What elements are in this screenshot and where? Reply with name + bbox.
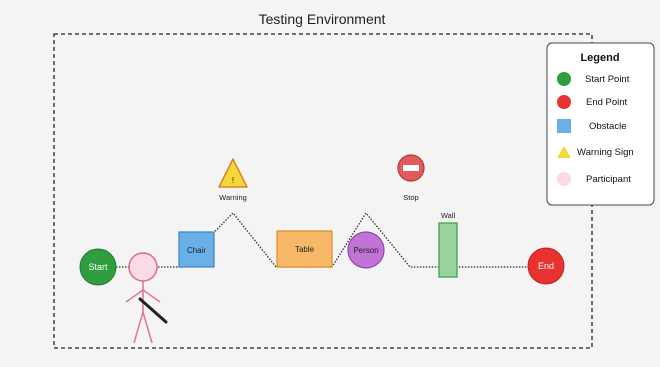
legend-swatch-participant bbox=[557, 172, 571, 186]
table-box bbox=[276, 230, 333, 268]
stop-label: Stop bbox=[403, 193, 418, 202]
legend-title: Legend bbox=[580, 52, 619, 64]
legend-frame bbox=[546, 42, 655, 206]
legend-swatch-start bbox=[557, 72, 571, 86]
participant-right-arm bbox=[142, 289, 161, 303]
legend-swatch-end bbox=[557, 95, 571, 109]
start-label: Start bbox=[88, 262, 108, 272]
participant-cane bbox=[138, 297, 168, 324]
environment-border bbox=[53, 33, 593, 349]
legend-item-start-point: Start Point bbox=[557, 72, 630, 86]
legend-label-start: Start Point bbox=[585, 74, 630, 85]
start-circle bbox=[79, 248, 117, 286]
stop-sign: Stop bbox=[397, 154, 425, 202]
wall-obstacle: Wall bbox=[438, 211, 458, 278]
participant-right-leg bbox=[142, 311, 153, 344]
stop-bar bbox=[403, 165, 419, 171]
participant-figure bbox=[125, 252, 168, 344]
participant-left-leg bbox=[133, 311, 144, 344]
chair-obstacle: Chair bbox=[178, 231, 215, 268]
participant-head bbox=[128, 252, 158, 282]
warning-exclamation: ! bbox=[232, 176, 234, 185]
legend-item-end-point: End Point bbox=[557, 95, 628, 109]
chair-label: Chair bbox=[187, 246, 206, 255]
table-obstacle: Table bbox=[276, 230, 333, 268]
person-label: Person bbox=[353, 246, 378, 255]
diagram-title: Testing Environment bbox=[259, 11, 386, 27]
legend-label-participant: Participant bbox=[586, 174, 631, 185]
legend-label-warning: Warning Sign bbox=[577, 147, 634, 158]
legend-item-participant: Participant bbox=[557, 172, 631, 186]
legend-item-warning-sign: Warning Sign bbox=[557, 146, 634, 158]
chair-box bbox=[178, 231, 215, 268]
wall-label: Wall bbox=[441, 211, 456, 220]
legend-box: Legend Start Point End Point Obstacle Wa… bbox=[546, 42, 655, 206]
warning-label: Warning bbox=[219, 193, 247, 202]
legend-swatch-warning bbox=[557, 146, 571, 158]
end-circle bbox=[527, 247, 565, 285]
end-point: End bbox=[527, 247, 565, 285]
participant-left-arm bbox=[125, 289, 144, 303]
legend-label-end: End Point bbox=[586, 97, 628, 108]
legend-swatch-obstacle bbox=[557, 119, 571, 133]
start-point: Start bbox=[79, 248, 117, 286]
warning-triangle bbox=[218, 158, 248, 188]
person-circle bbox=[347, 231, 385, 269]
table-label: Table bbox=[295, 245, 315, 254]
person-obstacle: Person bbox=[347, 231, 385, 269]
legend-item-obstacle: Obstacle bbox=[557, 119, 627, 133]
end-label: End bbox=[538, 261, 554, 271]
legend-label-obstacle: Obstacle bbox=[589, 121, 627, 132]
wall-box bbox=[438, 222, 458, 278]
warning-sign: ! Warning bbox=[218, 158, 248, 202]
